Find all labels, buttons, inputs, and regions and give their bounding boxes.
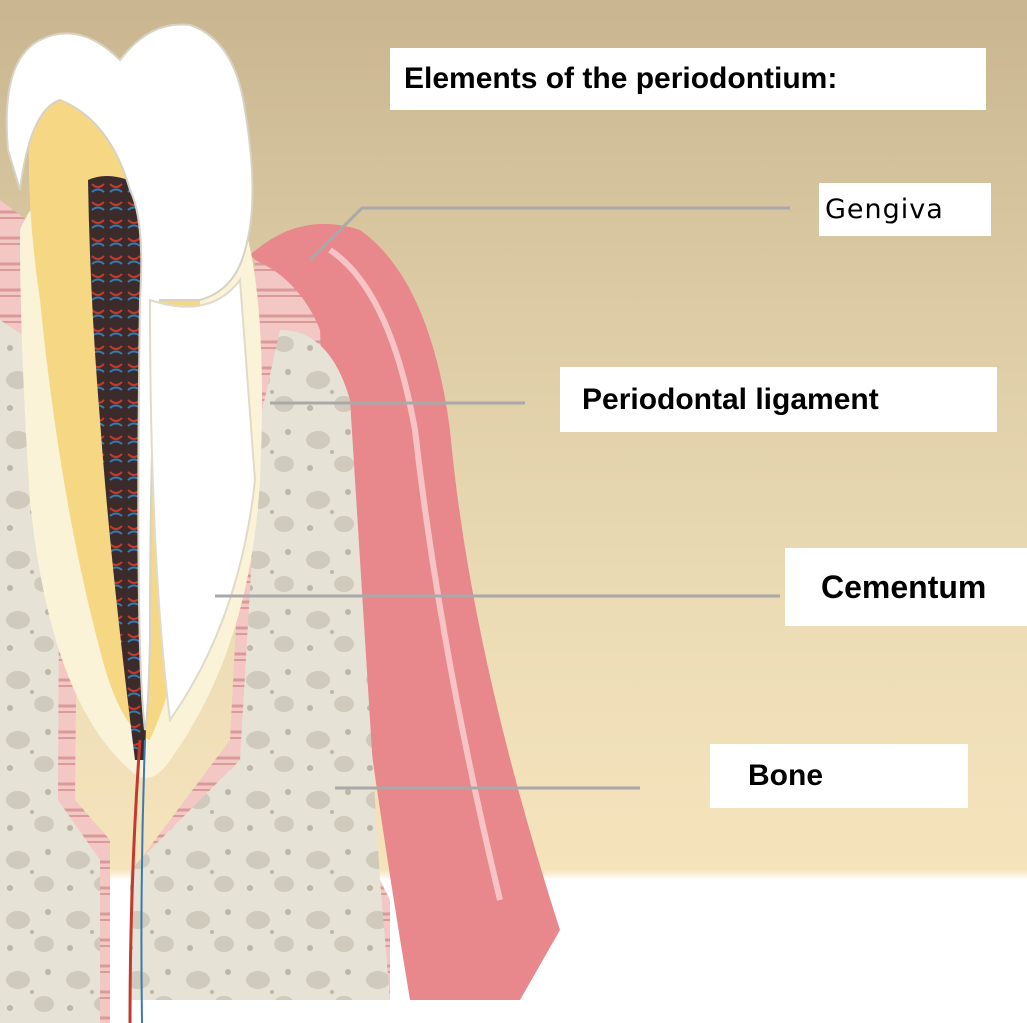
page-title: Elements of the periodontium: [390,48,986,110]
bone-label: Bone [710,744,968,808]
gengiva-label: Gengiva [819,183,991,236]
periodontal-ligament-label: Periodontal ligament [560,367,997,432]
cementum-label: Cementum [785,548,1027,626]
